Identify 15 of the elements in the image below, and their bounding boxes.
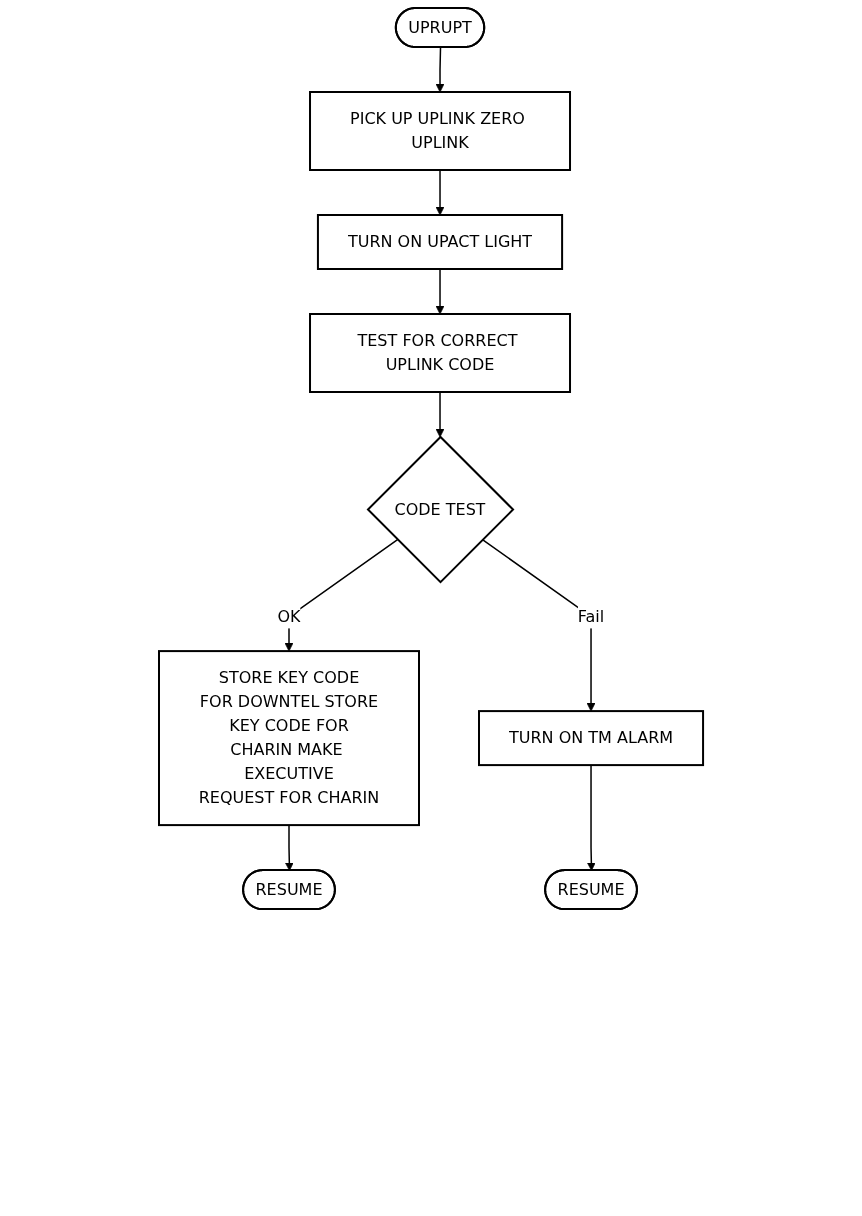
arrow (435, 169, 445, 216)
node-diamond: CODE TEST (366, 435, 515, 584)
arrow (435, 46, 445, 93)
node-box: TURN ON UPACT LIGHT (316, 214, 564, 270)
arrow (435, 391, 445, 438)
edge-label: Fail (577, 606, 605, 626)
arrow (435, 268, 445, 315)
node-box: STORE KEY CODE FOR DOWNTEL STORE KEY CODE FOR CHARIN MAKE EXECUTIVE REQUEST FOR CHARIN (157, 650, 420, 827)
node-box: TEST FOR CORRECT UPLINK CODE (309, 313, 571, 393)
arrow (284, 824, 294, 871)
edge-label: OK (277, 606, 301, 626)
node-box: TURN ON TM ALARM (477, 710, 705, 767)
node-box: PICK UP UPLINK ZERO UPLINK (309, 91, 571, 171)
arrow (586, 764, 596, 871)
arrow (284, 538, 399, 652)
